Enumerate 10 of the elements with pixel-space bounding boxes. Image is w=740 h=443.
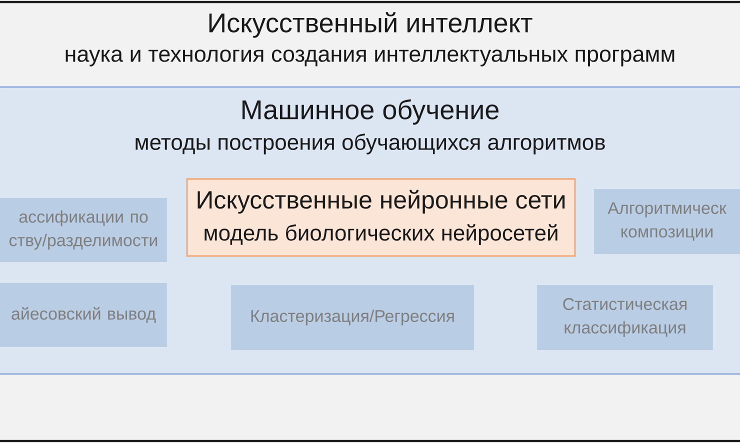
highlighted-box: Искусственные нейронные сети модель биологических нейросетей	[186, 178, 576, 257]
topic-box: ассификации по ству/разделимости	[0, 198, 167, 262]
panel-subtitle: наука и технология создания интеллектуальных программ	[66, 50, 674, 66]
topic-box: айесовский вывод	[0, 283, 167, 347]
panel-subtitle: методы построения обучающихся алгоритмов	[136, 134, 605, 154]
topic-box: Алгоритмическ композиции	[594, 189, 740, 254]
panel-title: Машинное обучение	[242, 99, 498, 125]
panel-title: Искусственный интеллект	[209, 12, 532, 38]
topic-box: Статистическая классификация	[537, 285, 713, 350]
topic-box: Кластеризация/Регрессия	[231, 285, 474, 350]
